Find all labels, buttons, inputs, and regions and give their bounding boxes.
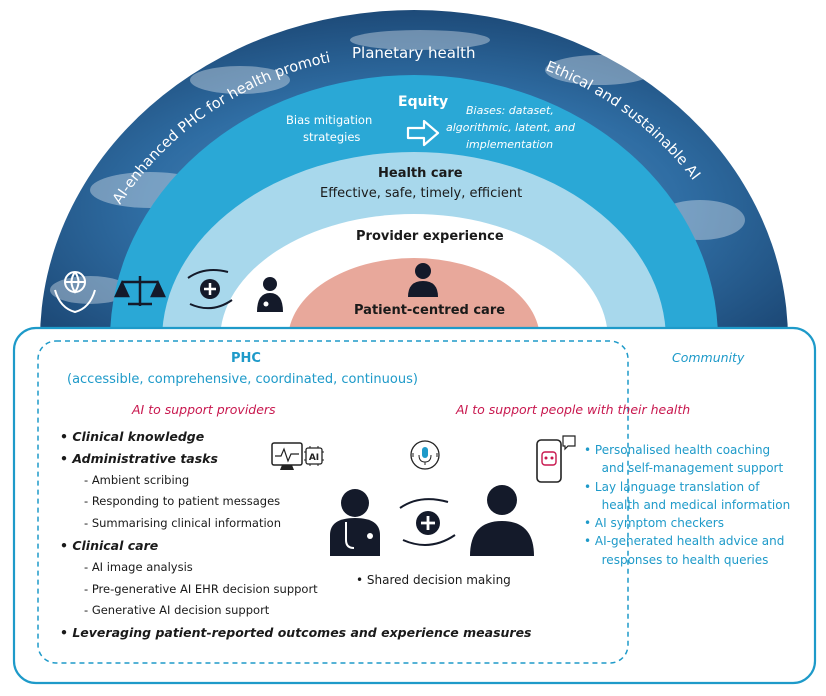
planetary-health-label: Planetary health (352, 44, 476, 62)
globe-hands-icon (54, 271, 96, 314)
biases-line2: algorithmic, latent, and (446, 121, 576, 134)
bias-mitigation-line2: strategies (303, 130, 361, 144)
biases-line3: implementation (466, 138, 554, 151)
phc-title: PHC (231, 351, 261, 366)
care-hands-center-icon (399, 498, 456, 546)
list-item: - Generative AI decision support (84, 603, 270, 618)
list-item: • Lay language translation of health and… (584, 479, 791, 512)
scales-icon (114, 276, 166, 306)
bias-mitigation-line1: Bias mitigation (286, 113, 373, 127)
chip-ai-label: AI (309, 453, 319, 463)
list-item: - AI image analysis (84, 559, 193, 574)
monitor-ai-icon: AI (271, 442, 324, 470)
people-heading: AI to support people with their health (456, 402, 691, 417)
list-item: • Administrative tasks (60, 450, 218, 466)
voice-assistant-icon (410, 440, 440, 470)
health-care-subtitle: Effective, safe, timely, efficient (320, 186, 523, 201)
list-item: • AI-generated health advice and respons… (584, 534, 785, 567)
list-item: - Pre-generative AI EHR decision support (84, 581, 318, 596)
phone-chatbot-icon (536, 435, 576, 483)
biases-line1: Biases: dataset, (466, 104, 554, 117)
list-item: - Summarising clinical information (84, 516, 281, 531)
patient-centred-core (288, 258, 540, 340)
care-hands-icon (187, 269, 233, 310)
list-item: • AI symptom checkers (584, 516, 724, 531)
doctor-icon (257, 277, 283, 312)
phc-subtitle: (accessible, comprehensive, coordinated,… (67, 372, 418, 387)
list-item: - Ambient scribing (84, 472, 190, 487)
community-label: Community (672, 350, 745, 365)
arrow-icon (406, 119, 440, 147)
providers-heading: AI to support providers (132, 402, 276, 417)
people-list: • Personalised health coaching and self-… (584, 441, 790, 569)
equity-title: Equity (398, 94, 449, 110)
provider-experience-label: Provider experience (356, 229, 504, 244)
patient-centred-label: Patient-centred care (354, 303, 506, 318)
health-care-title: Health care (378, 166, 463, 181)
phc-community-box (12, 326, 817, 685)
list-item: • Personalised health coaching and self-… (584, 443, 784, 476)
list-item: • Clinical care (60, 537, 159, 553)
phc-dashed-box (37, 340, 629, 664)
shared-decision-label: • Shared decision making (356, 573, 511, 587)
list-item: - Responding to patient messages (84, 494, 281, 509)
person-icon (470, 485, 534, 556)
clinician-icon (330, 489, 380, 556)
list-item: • Clinical knowledge (60, 429, 205, 444)
patient-icon (408, 263, 438, 297)
list-item: • Leveraging patient-reported outcomes a… (60, 625, 532, 641)
providers-list: • Clinical knowledge • Administrative ta… (60, 426, 532, 644)
